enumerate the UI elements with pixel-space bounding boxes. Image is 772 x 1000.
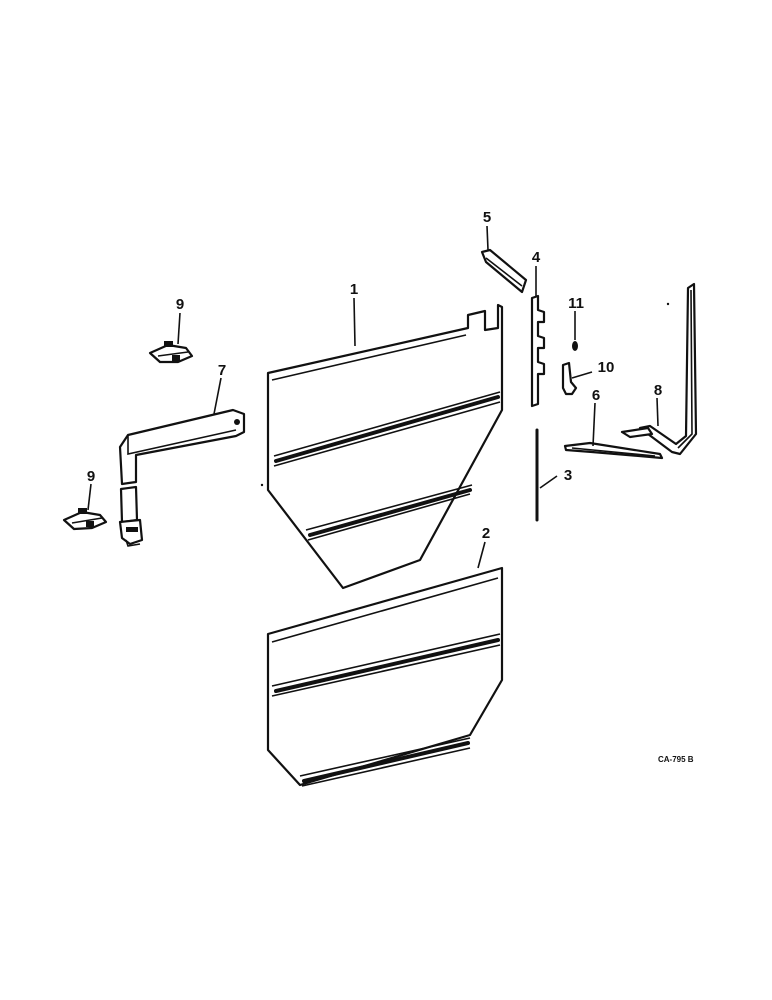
callout-11: 11 [568, 295, 584, 312]
callout-1: 1 [350, 281, 358, 298]
callout-3: 3 [564, 467, 572, 484]
callout-4: 4 [532, 249, 541, 266]
callout-8: 8 [654, 382, 662, 399]
angle-strip [480, 248, 528, 294]
arm-bracket [118, 408, 246, 547]
callout-7: 7 [218, 362, 226, 379]
callout-2: 2 [482, 525, 490, 542]
callout-5: 5 [483, 209, 491, 226]
small-bracket [561, 361, 578, 396]
notched-strip [530, 294, 546, 408]
corner-frame [620, 282, 698, 456]
figure-reference: CA-795 B [658, 755, 694, 764]
lower-panel [266, 566, 504, 787]
clip-lower [62, 508, 108, 531]
nut [572, 341, 578, 351]
clip-upper [148, 341, 194, 364]
callout-6: 6 [592, 387, 600, 404]
callout-9-lower: 9 [87, 468, 95, 485]
callout-10: 10 [598, 359, 615, 376]
upper-panel [266, 303, 504, 590]
spear [563, 441, 664, 460]
callout-9-upper: 9 [176, 296, 184, 313]
leader-lines [87, 225, 659, 569]
